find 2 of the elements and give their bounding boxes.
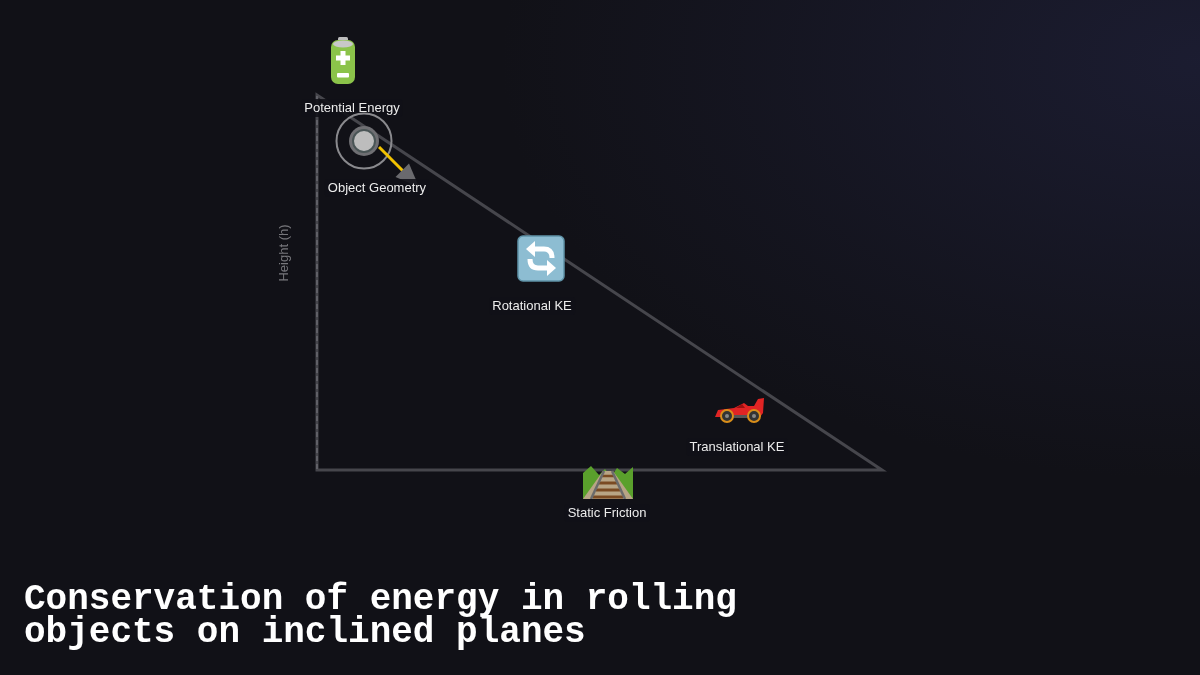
axis-label: Height (h) — [275, 223, 292, 284]
title: Conservation of energy in rolling objects on inclined planes — [24, 583, 738, 649]
